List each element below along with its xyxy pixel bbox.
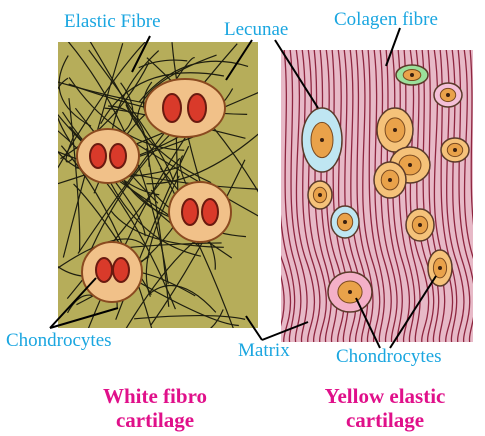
matrix-label: Matrix: [238, 340, 290, 362]
caption-left-line2: cartilage: [62, 408, 248, 432]
elastic-chondrocyte: [377, 108, 413, 152]
elastic-chondrocyte: [331, 206, 359, 238]
yellow-elastic-cartilage-caption: Yellow elastic cartilage: [290, 384, 480, 432]
collagen-fibre-strand: [476, 48, 485, 350]
lacuna-cell-2: [77, 129, 139, 183]
lacuna-cell-4: [82, 242, 142, 302]
elastic-fibre-label: Elastic Fibre: [64, 11, 161, 33]
elastic-chondrocyte: [308, 181, 332, 209]
elastic-chondrocyte: [434, 83, 462, 107]
caption-right-line2: cartilage: [290, 408, 480, 432]
collagen-fibre-strand: [260, 48, 279, 350]
elastic-chondrocyte: [374, 162, 406, 198]
caption-right-line1: Yellow elastic: [290, 384, 480, 408]
chondrocytes-left-label: Chondrocytes: [6, 330, 112, 352]
caption-left-line1: White fibro: [62, 384, 248, 408]
elastic-chondrocyte: [428, 250, 452, 286]
lacuna-cell-1: [145, 79, 225, 137]
elastic-chondrocyte: [396, 65, 428, 85]
chondrocytes-right-label: Chondrocytes: [336, 346, 442, 368]
elastic-chondrocyte: [328, 272, 372, 312]
elastic-chondrocyte: [406, 209, 434, 241]
white-fibro-cartilage-panel: [50, 36, 264, 336]
elastic-chondrocyte: [302, 108, 342, 172]
lecunae-label: Lecunae: [224, 19, 288, 41]
colagen-fibre-label: Colagen fibre: [334, 9, 438, 31]
elastic-chondrocyte: [441, 138, 469, 162]
yellow-elastic-cartilage-panel: [260, 48, 485, 350]
white-fibro-cartilage-caption: White fibro cartilage: [62, 384, 248, 432]
lacuna-cell-3: [169, 182, 231, 242]
